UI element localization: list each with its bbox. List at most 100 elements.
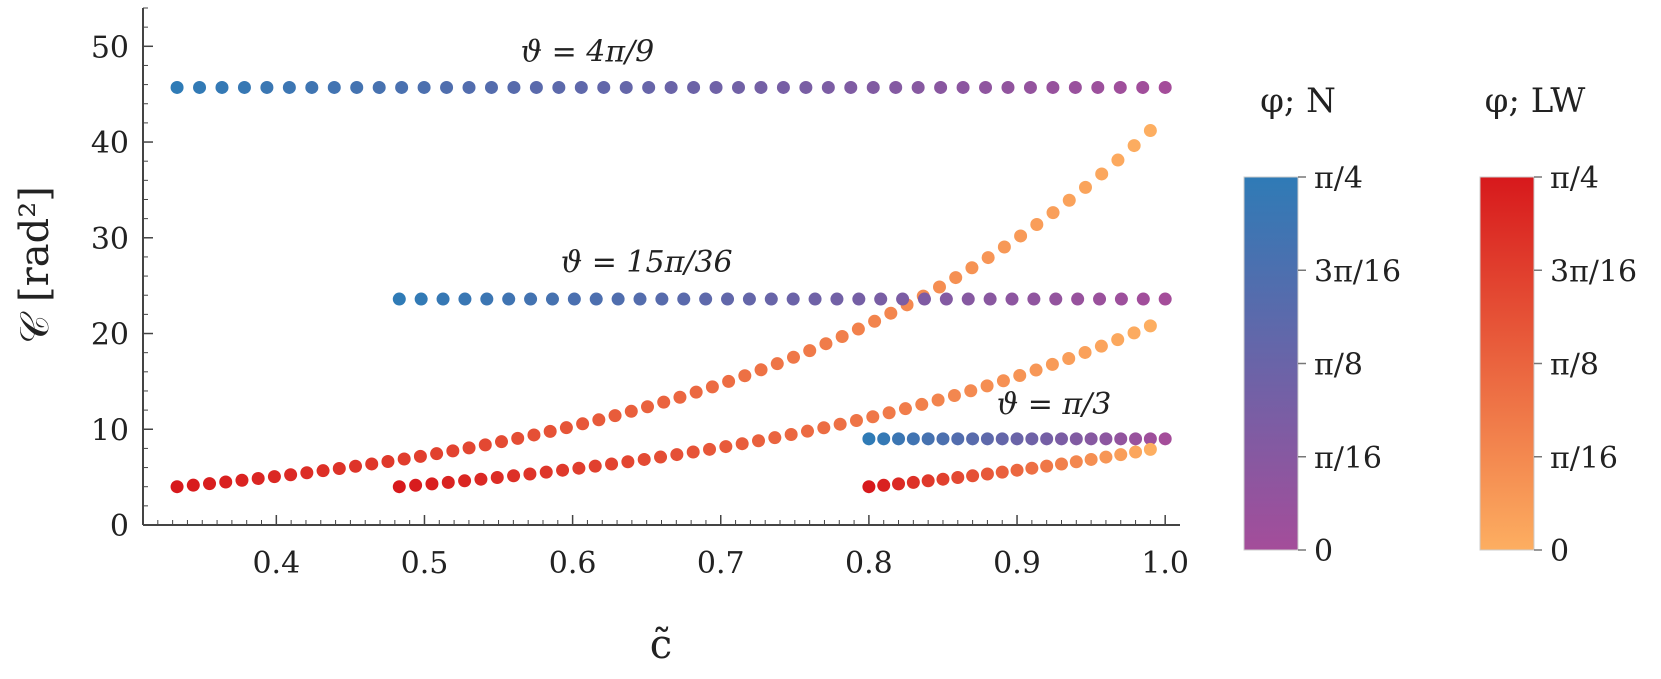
lw-point [906, 475, 920, 489]
lw-point [1045, 357, 1059, 371]
n-point [1046, 80, 1060, 94]
colorbar-lw-ticks: π/43π/16π/8π/160 [1534, 161, 1637, 569]
n-point [664, 80, 678, 94]
lw-point [251, 471, 265, 485]
n-point [619, 80, 633, 94]
colorbar-tick-label: π/16 [1314, 441, 1382, 476]
lw-point [1054, 457, 1068, 471]
n-point [939, 292, 953, 306]
n-point [589, 292, 603, 306]
y-tick-label: 30 [91, 222, 129, 257]
lw-point [556, 463, 570, 477]
n-point [936, 432, 950, 446]
lw-point [770, 357, 784, 371]
lw-point [474, 472, 488, 486]
lw-point [543, 424, 557, 438]
lw-point [441, 475, 455, 489]
lw-point [203, 477, 217, 491]
lw-point [1010, 463, 1024, 477]
n-point [395, 80, 409, 94]
lw-point [964, 384, 978, 398]
lw-point [735, 437, 749, 451]
lw-point [170, 480, 184, 494]
n-point [1049, 292, 1063, 306]
n-point [721, 292, 735, 306]
n-point [995, 432, 1009, 446]
annotations: ϑ = 4π/9ϑ = 15π/36ϑ = π/3 [521, 35, 1112, 422]
lw-point [621, 455, 635, 469]
lw-point [392, 480, 406, 494]
lw-point [523, 467, 537, 481]
lw-point [349, 459, 363, 473]
theta-annotation: ϑ = 4π/9 [521, 35, 655, 70]
lw-point [539, 465, 553, 479]
y-tick-label: 50 [91, 30, 129, 65]
n-point [951, 432, 965, 446]
n-point [862, 432, 876, 446]
lw-point [235, 473, 249, 487]
lw-point [996, 374, 1010, 388]
lw-point [381, 455, 395, 469]
lw-point [1014, 229, 1028, 243]
lw-point [754, 363, 768, 377]
n-point [892, 432, 906, 446]
colorbar-n-title: φ; N [1260, 81, 1336, 121]
n-point [1136, 80, 1150, 94]
y-tick-label: 0 [110, 509, 129, 544]
lw-point [1040, 459, 1054, 473]
theta-annotation: ϑ = π/3 [997, 387, 1112, 422]
n-point [1136, 292, 1150, 306]
n-point [1005, 292, 1019, 306]
lw-point [915, 397, 929, 411]
lw-point [673, 390, 687, 404]
colorbar-tick-label: π/4 [1550, 161, 1599, 196]
lw-point [1078, 180, 1092, 194]
n-point [866, 80, 880, 94]
n-point [732, 80, 746, 94]
lw-point [866, 410, 880, 424]
n-point [480, 292, 494, 306]
n-point [896, 292, 910, 306]
lw-point [458, 474, 472, 488]
lw-point [784, 427, 798, 441]
n-point [877, 432, 891, 446]
lw-point [768, 431, 782, 445]
lw-point [559, 421, 573, 435]
n-point [961, 292, 975, 306]
lw-point [981, 251, 995, 265]
colorbar-tick-label: π/8 [1550, 348, 1599, 383]
n-point [327, 80, 341, 94]
n-point [1143, 432, 1157, 446]
lw-point [705, 380, 719, 394]
n-point [980, 432, 994, 446]
n-point [821, 80, 835, 94]
n-point [1068, 80, 1082, 94]
lw-point [898, 402, 912, 416]
lw-point [608, 409, 622, 423]
n-point [502, 292, 516, 306]
colorbar-tick-label: 3π/16 [1314, 254, 1401, 289]
n-point [830, 292, 844, 306]
lw-point [868, 314, 882, 328]
lw-point [1127, 326, 1141, 340]
n-point [655, 292, 669, 306]
lw-point [1095, 167, 1109, 181]
n-point [1084, 432, 1098, 446]
x-tick-label: 0.4 [252, 546, 300, 581]
lw-point [284, 468, 298, 482]
n-point [529, 80, 543, 94]
x-tick-label: 0.6 [549, 546, 597, 581]
lw-point [572, 461, 586, 475]
n-point [1071, 292, 1085, 306]
n-point [906, 432, 920, 446]
lw-point [1078, 345, 1092, 359]
lw-point [965, 261, 979, 275]
lw-point [1143, 124, 1157, 138]
n-point [350, 80, 364, 94]
lw-point [803, 344, 817, 358]
n-point [742, 292, 756, 306]
n-point [1010, 432, 1024, 446]
lw-point [1111, 153, 1125, 167]
